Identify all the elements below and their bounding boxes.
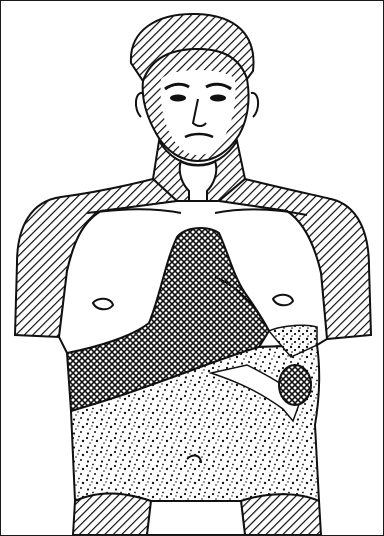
groin bbox=[147, 501, 245, 535]
organ-oval bbox=[279, 365, 311, 405]
left-ear bbox=[136, 93, 143, 117]
left-hip bbox=[73, 494, 151, 536]
right-eye bbox=[210, 95, 226, 102]
right-hip bbox=[241, 494, 321, 535]
left-eye bbox=[170, 95, 186, 102]
right-ear bbox=[251, 93, 258, 117]
